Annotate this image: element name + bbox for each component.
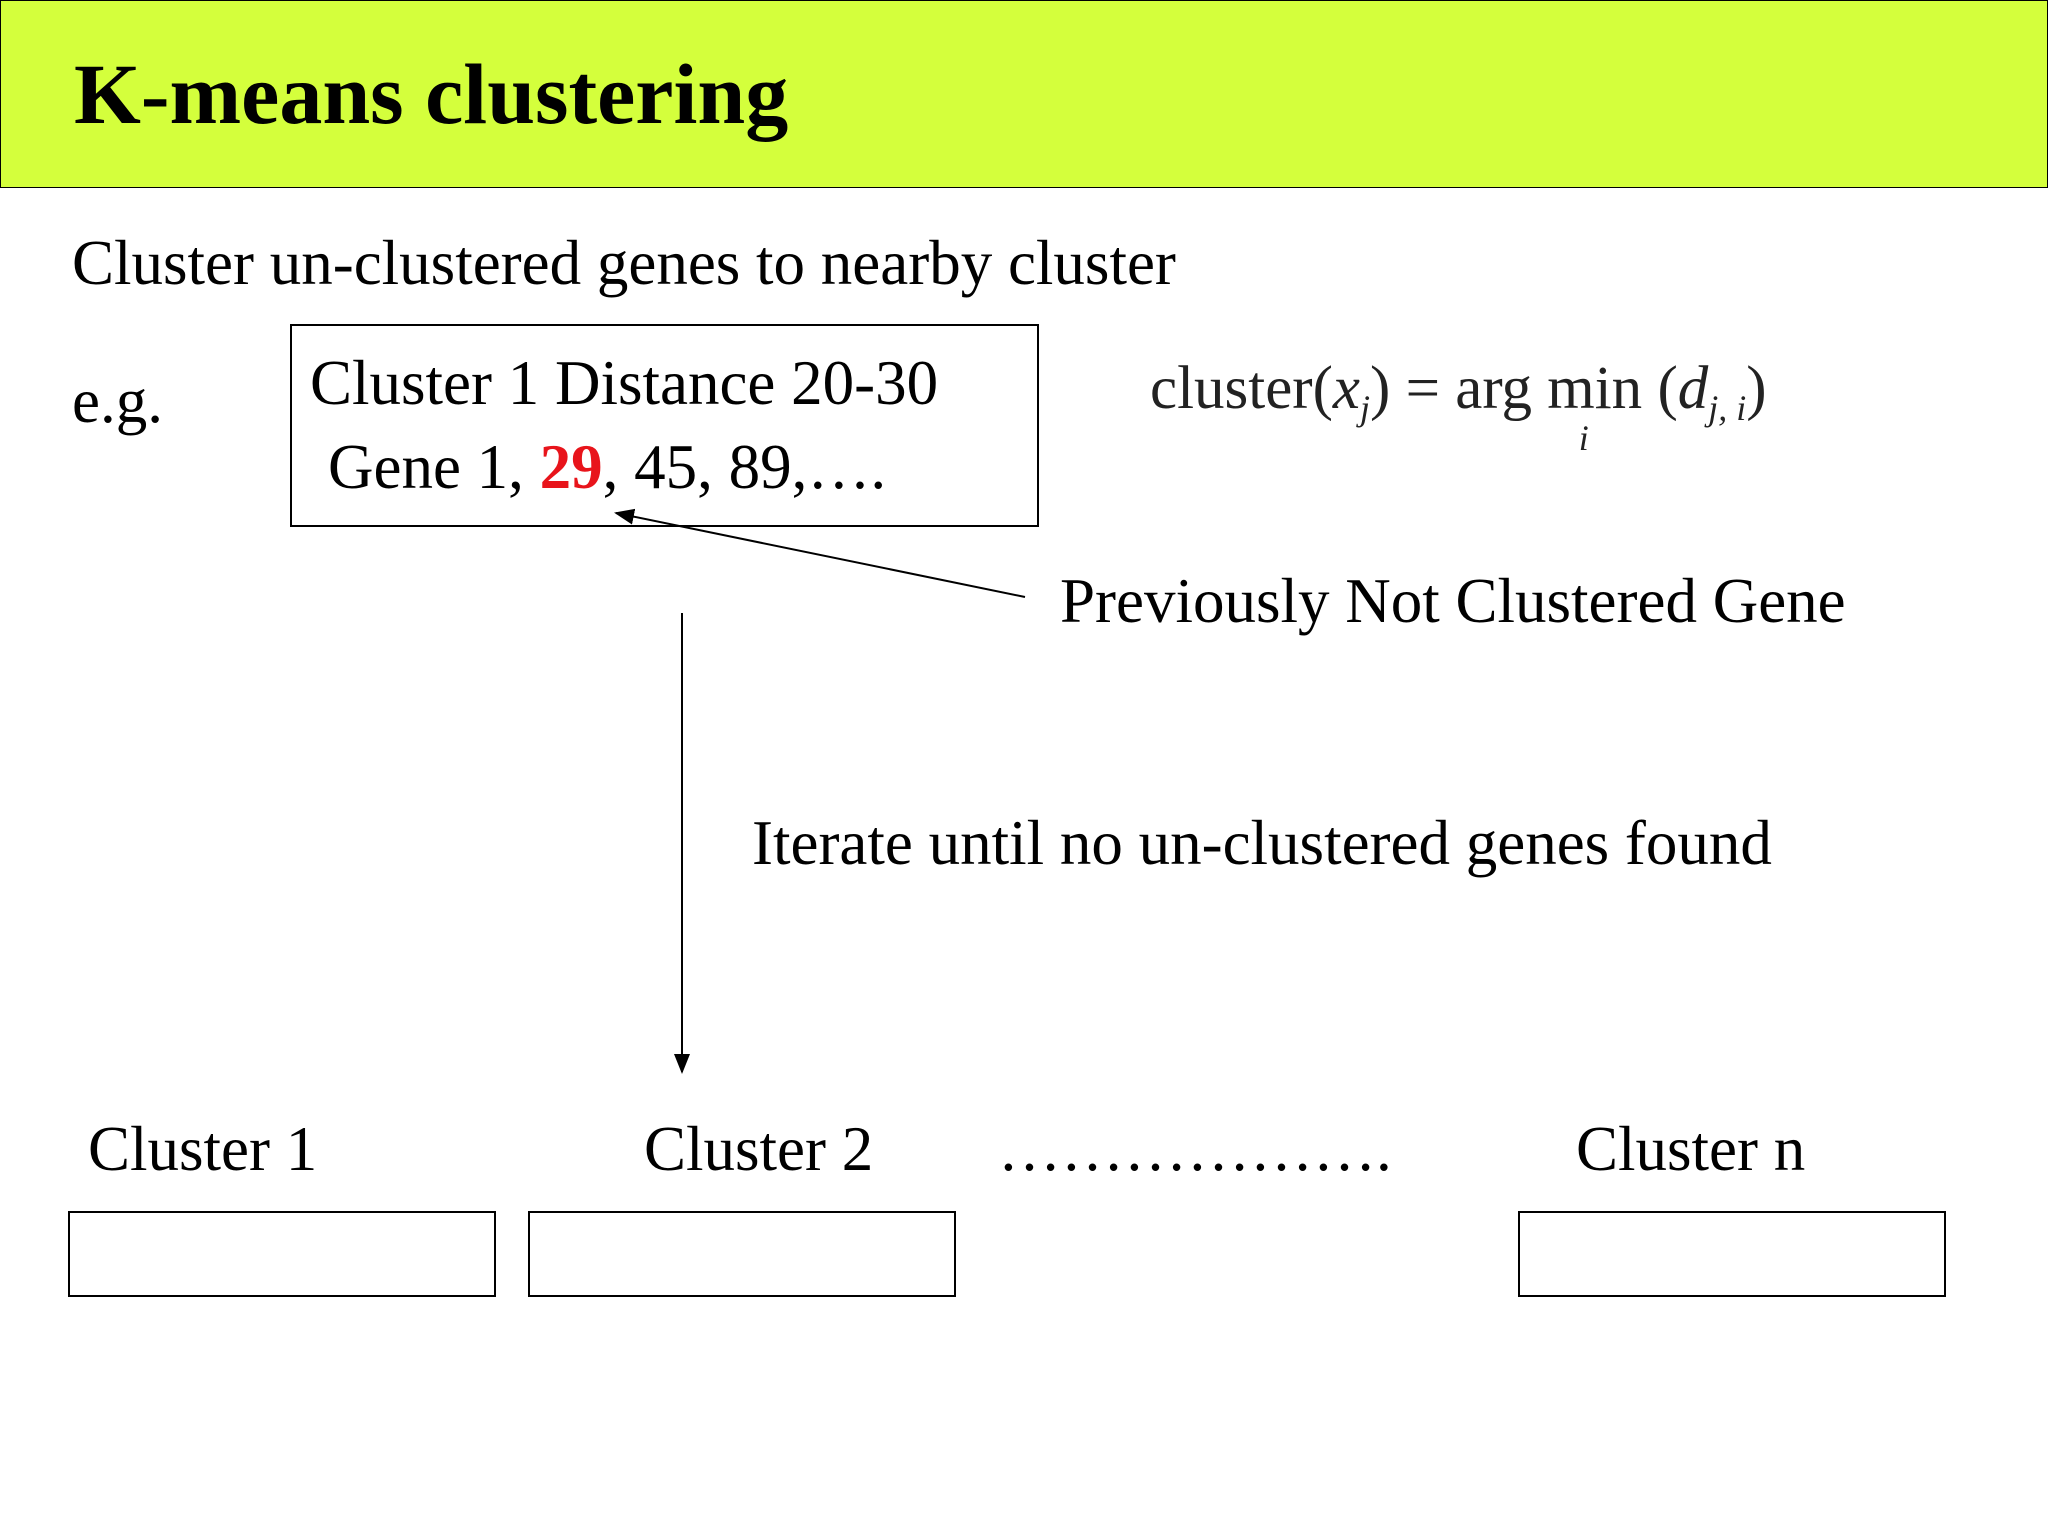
formula-arg-sub: j, i (1708, 388, 1747, 428)
title-bar: K-means clustering (0, 0, 2048, 188)
slide-title: K-means clustering (74, 46, 789, 142)
formula-op-under: i (1578, 418, 1589, 458)
formula-var-sub: j (1360, 388, 1371, 428)
formula-equals: = (1405, 355, 1440, 422)
formula-op: arg min (1455, 355, 1643, 422)
gene-list-prefix: Gene 1, (328, 432, 540, 502)
formula-arg-close: ) (1746, 355, 1767, 422)
subtitle: Cluster un-clustered genes to nearby clu… (72, 228, 1176, 298)
cluster-ellipsis: ………………. (998, 1114, 1392, 1184)
cluster-label-1: Cluster 1 (88, 1114, 318, 1184)
example-label: e.g. (72, 366, 163, 436)
cluster-label-2: Cluster 2 (644, 1114, 874, 1184)
gene-list-suffix: , 45, 89,…. (602, 432, 887, 502)
cluster-box-1 (68, 1211, 496, 1297)
cluster-label-n: Cluster n (1576, 1114, 1806, 1184)
example-box-heading: Cluster 1 Distance 20-30 (310, 348, 939, 418)
example-box-genes: Gene 1, 29, 45, 89,…. (328, 436, 886, 499)
cluster-box-2 (528, 1211, 956, 1297)
cluster-box-n (1518, 1211, 1946, 1297)
annotation-label: Previously Not Clustered Gene (1060, 566, 1846, 636)
formula-var: x (1332, 355, 1360, 422)
formula-arg-var: d (1677, 355, 1709, 422)
new-gene-highlight: 29 (539, 432, 603, 502)
iterate-label: Iterate until no un-clustered genes foun… (752, 808, 1772, 878)
formula-close: ) (1370, 355, 1391, 422)
formula-lhs: cluster( (1150, 355, 1333, 422)
formula-arg-open: ( (1657, 355, 1678, 422)
annotation-arrow (614, 508, 1026, 598)
example-cluster-box: Cluster 1 Distance 20-30 Gene 1, 29, 45,… (290, 324, 1039, 527)
